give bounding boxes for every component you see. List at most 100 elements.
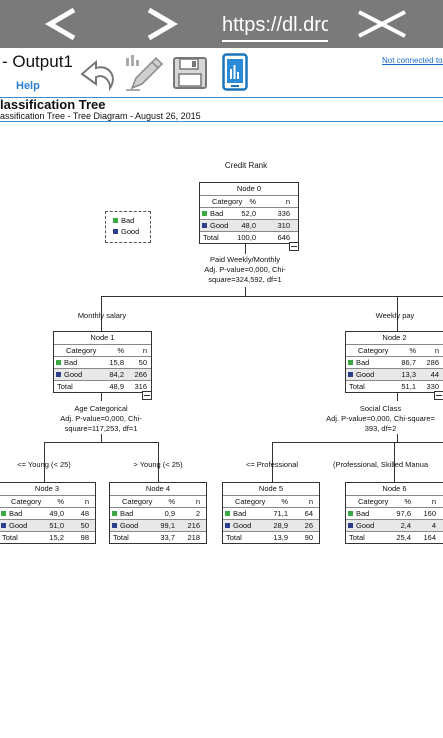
mobile-view-icon[interactable] <box>222 53 248 96</box>
bad-swatch-icon <box>113 218 118 223</box>
col-header-category: Category <box>235 497 266 506</box>
edge <box>101 296 443 297</box>
node-title: Node 0 <box>236 184 262 193</box>
col-header-category: Category <box>11 497 42 506</box>
col-header-n: n <box>142 346 147 355</box>
count-value: 26 <box>304 521 313 530</box>
tree-root-label: Credit Rank <box>224 161 268 170</box>
edge <box>101 296 102 331</box>
edge <box>397 296 398 331</box>
col-header-pct: % <box>249 197 256 206</box>
header-divider <box>0 97 443 98</box>
edit-chart-icon[interactable] <box>124 54 166 97</box>
node-title: Node 4 <box>145 484 171 493</box>
bad-swatch-icon <box>56 360 61 365</box>
good-swatch-icon <box>1 523 6 528</box>
edge <box>394 442 395 482</box>
category-label: Bad <box>120 509 134 518</box>
edge <box>397 434 398 442</box>
browser-toolbar: https://dl.dro <box>0 0 443 48</box>
percent-value: 15,8 <box>109 358 124 367</box>
close-icon[interactable] <box>352 4 412 44</box>
count-value: 2 <box>195 509 200 518</box>
split-stat: Adj. P-value=0,000, Chi-square= <box>326 414 435 423</box>
url-field[interactable]: https://dl.dro <box>222 14 328 36</box>
category-label: Bad <box>356 358 370 367</box>
good-swatch-icon <box>112 523 117 528</box>
col-header-n: n <box>434 346 439 355</box>
category-label: Total <box>57 382 73 391</box>
save-icon[interactable] <box>172 56 208 95</box>
count-value: 286 <box>426 358 439 367</box>
edge <box>272 442 273 482</box>
connection-status-link[interactable]: Not connected to t <box>382 56 443 65</box>
count-value: 50 <box>80 521 89 530</box>
percent-value: 97,6 <box>396 509 411 518</box>
node-row-header: Category%n <box>223 495 319 507</box>
col-header-n: n <box>84 497 89 506</box>
collapse-toggle-icon[interactable] <box>142 391 152 400</box>
count-value: 64 <box>304 509 313 518</box>
split-stat: Adj. P-value=0,000, Chi- <box>60 414 142 423</box>
category-label: Good <box>64 370 83 379</box>
col-header-n: n <box>195 497 200 506</box>
good-swatch-icon <box>348 372 353 377</box>
edge <box>397 392 398 401</box>
count-value: 336 <box>277 209 290 218</box>
split-variable: Social Class <box>359 404 402 413</box>
split-label: Paid Weekly/Monthly Adj. P-value=0,000, … <box>180 255 310 285</box>
category-label: Good <box>233 521 252 530</box>
back-icon[interactable] <box>32 4 92 44</box>
percent-value: 99,1 <box>160 521 175 530</box>
output-title: - Output1 <box>2 52 73 71</box>
category-label: Good <box>9 521 28 530</box>
collapse-toggle-icon[interactable] <box>289 242 299 251</box>
subtitle-divider <box>0 121 443 122</box>
percent-value: 2,4 <box>400 521 411 530</box>
count-value: 646 <box>277 233 290 242</box>
count-value: 164 <box>423 533 436 542</box>
undo-icon[interactable] <box>78 58 120 99</box>
category-label: Total <box>226 533 242 542</box>
edge <box>245 287 246 296</box>
good-swatch-icon <box>348 523 353 528</box>
node-row-header: Category%n <box>0 495 95 507</box>
category-label: Good <box>356 521 375 530</box>
edge <box>245 240 246 254</box>
good-swatch-icon <box>56 372 61 377</box>
count-value: 4 <box>431 521 436 530</box>
branch-label: (Professional, Skilled Manua <box>333 460 429 469</box>
col-header-pct: % <box>168 497 175 506</box>
branch-label: Weekly pay <box>375 311 415 320</box>
node-title: Node 5 <box>258 484 284 493</box>
node-row-header: Category%n <box>110 495 206 507</box>
edge <box>44 442 45 482</box>
col-header-pct: % <box>409 346 416 355</box>
help-link[interactable]: Help <box>16 80 40 92</box>
col-header-category: Category <box>358 346 389 355</box>
edge <box>44 442 158 443</box>
document-title: lassification Tree <box>0 97 106 112</box>
count-value: 316 <box>134 382 147 391</box>
percent-value: 48,0 <box>241 221 256 230</box>
forward-icon[interactable] <box>131 4 191 44</box>
collapse-toggle-icon[interactable] <box>434 391 443 400</box>
count-value: 218 <box>187 533 200 542</box>
percent-value: 28,9 <box>273 521 288 530</box>
bad-swatch-icon <box>112 511 117 516</box>
col-header-category: Category <box>358 497 389 506</box>
col-header-category: Category <box>66 346 97 355</box>
good-swatch-icon <box>225 523 230 528</box>
percent-value: 100,0 <box>237 233 256 242</box>
